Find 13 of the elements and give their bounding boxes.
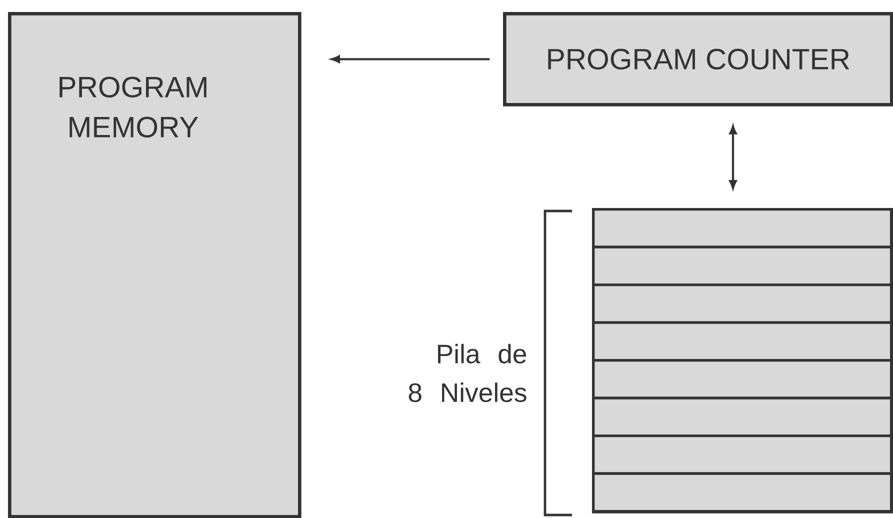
stack-level-bar (592, 472, 893, 513)
counter-box: PROGRAM COUNTER (503, 12, 893, 106)
stack-level-bar (592, 246, 893, 286)
stack-level-bar (592, 434, 893, 475)
stack-level-bar (592, 321, 893, 362)
stack-level-bar (592, 208, 893, 248)
arrow (729, 126, 737, 189)
stack-level-bar (592, 284, 893, 324)
arrow (331, 55, 490, 64)
stack-level-bar (592, 396, 893, 438)
memory-box: PROGRAM MEMORY (8, 12, 302, 518)
stack-level-bar (592, 359, 893, 400)
stack-label: Pila de 8 Niveles (408, 344, 526, 402)
